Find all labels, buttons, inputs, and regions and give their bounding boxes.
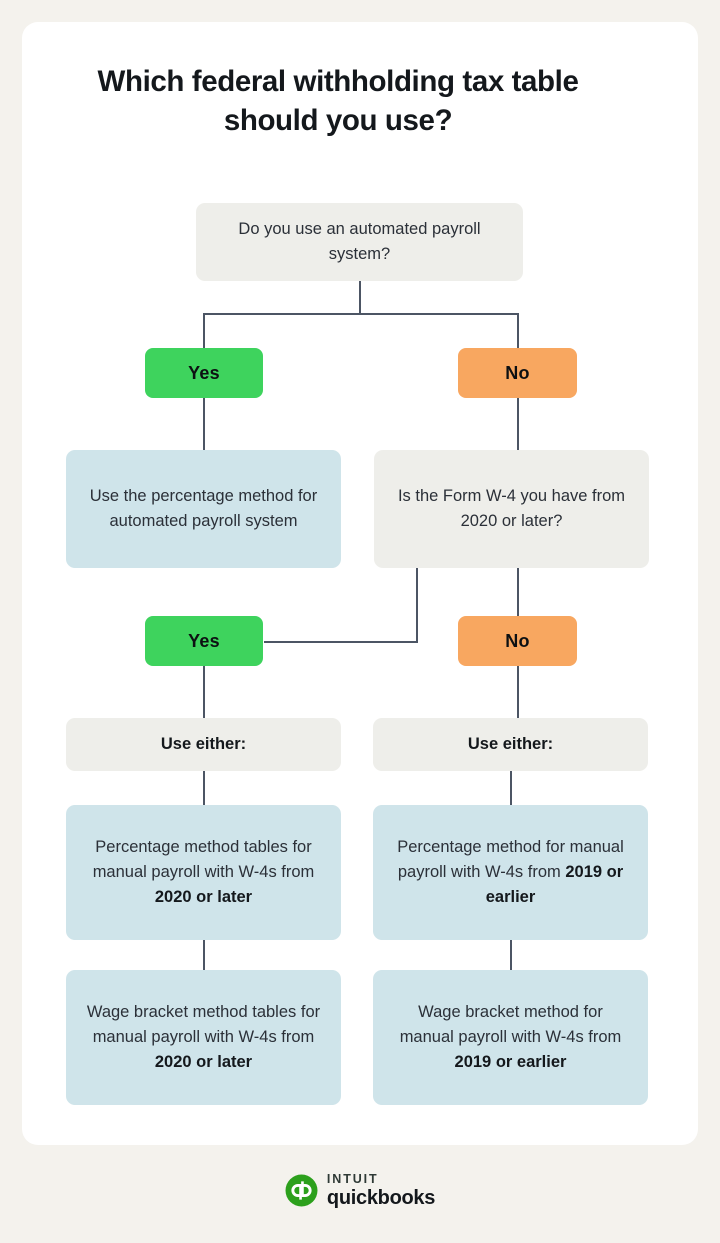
left-option-1-bold: 2020 or later (154, 888, 253, 906)
connector-left-opt1-to-opt2 (203, 940, 205, 970)
connector-to-no-1 (517, 313, 519, 348)
pill-no-automated[interactable]: No (458, 348, 577, 398)
connector-yes1-down (203, 398, 205, 450)
pill-yes-automated-label: Yes (188, 362, 220, 383)
connector-right-strip-to-opt1 (510, 771, 512, 805)
left-option-2-text: Wage bracket method tables for manual pa… (66, 1000, 341, 1075)
pill-yes-w4[interactable]: Yes (145, 616, 263, 666)
connector-w4-to-no2 (517, 568, 519, 616)
left-option-1-plain: Percentage method tables for manual payr… (92, 838, 315, 881)
right-option-1-plain: Percentage method for manual payroll wit… (397, 838, 624, 881)
pill-yes-automated[interactable]: Yes (145, 348, 263, 398)
connector-root-bar (203, 313, 519, 315)
left-option-1-text: Percentage method tables for manual payr… (66, 835, 341, 910)
automated-result-text: Use the percentage method for automated … (89, 487, 318, 530)
node-automated-result: Use the percentage method for automated … (66, 450, 341, 568)
right-option-1-text: Percentage method for manual payroll wit… (373, 835, 648, 910)
node-root-question: Do you use an automated payroll system? (196, 203, 523, 281)
connector-w4-elbow-v (416, 568, 418, 642)
strip-right-use-either-label: Use either: (467, 735, 554, 753)
connector-right-opt1-to-opt2 (510, 940, 512, 970)
connector-w4-elbow-h (264, 641, 418, 643)
quickbooks-qb-icon (285, 1174, 318, 1207)
node-left-option-2: Wage bracket method tables for manual pa… (66, 970, 341, 1105)
right-option-1-bold: 2019 or earlier (485, 863, 624, 906)
strip-left-use-either-label: Use either: (160, 735, 247, 753)
connector-root-stem (359, 281, 361, 314)
quickbooks-wordmark: INTUIT quickbooks (327, 1173, 435, 1208)
root-question-text: Do you use an automated payroll system? (238, 220, 481, 263)
pill-no-w4-label: No (505, 630, 530, 651)
w4-question-text: Is the Form W-4 you have from 2020 or la… (397, 487, 626, 530)
left-option-2-bold: 2020 or later (154, 1053, 253, 1071)
node-right-option-2: Wage bracket method for manual payroll w… (373, 970, 648, 1105)
connector-left-strip-to-opt1 (203, 771, 205, 805)
intuit-wordmark: INTUIT (326, 1172, 379, 1186)
connector-to-yes-1 (203, 313, 205, 348)
page-title: Which federal withholding tax table shou… (97, 65, 579, 137)
left-option-2-plain: Wage bracket method tables for manual pa… (86, 1003, 321, 1046)
node-w4-question: Is the Form W-4 you have from 2020 or la… (374, 450, 649, 568)
connector-no1-down (517, 398, 519, 450)
node-right-option-1: Percentage method for manual payroll wit… (373, 805, 648, 940)
node-left-option-1: Percentage method tables for manual payr… (66, 805, 341, 940)
pill-no-automated-label: No (505, 362, 530, 383)
strip-right-use-either: Use either: (373, 718, 648, 771)
quickbooks-wordmark-text: quickbooks (326, 1186, 436, 1209)
strip-left-use-either: Use either: (66, 718, 341, 771)
right-option-2-text: Wage bracket method for manual payroll w… (373, 1000, 648, 1075)
connector-yes2-down (203, 666, 205, 718)
right-option-2-bold: 2019 or earlier (454, 1053, 567, 1071)
pill-no-w4[interactable]: No (458, 616, 577, 666)
right-option-2-plain: Wage bracket method for manual payroll w… (399, 1003, 622, 1046)
connector-no2-down (517, 666, 519, 718)
quickbooks-logo: INTUIT quickbooks (0, 1173, 720, 1208)
pill-yes-w4-label: Yes (188, 630, 220, 651)
